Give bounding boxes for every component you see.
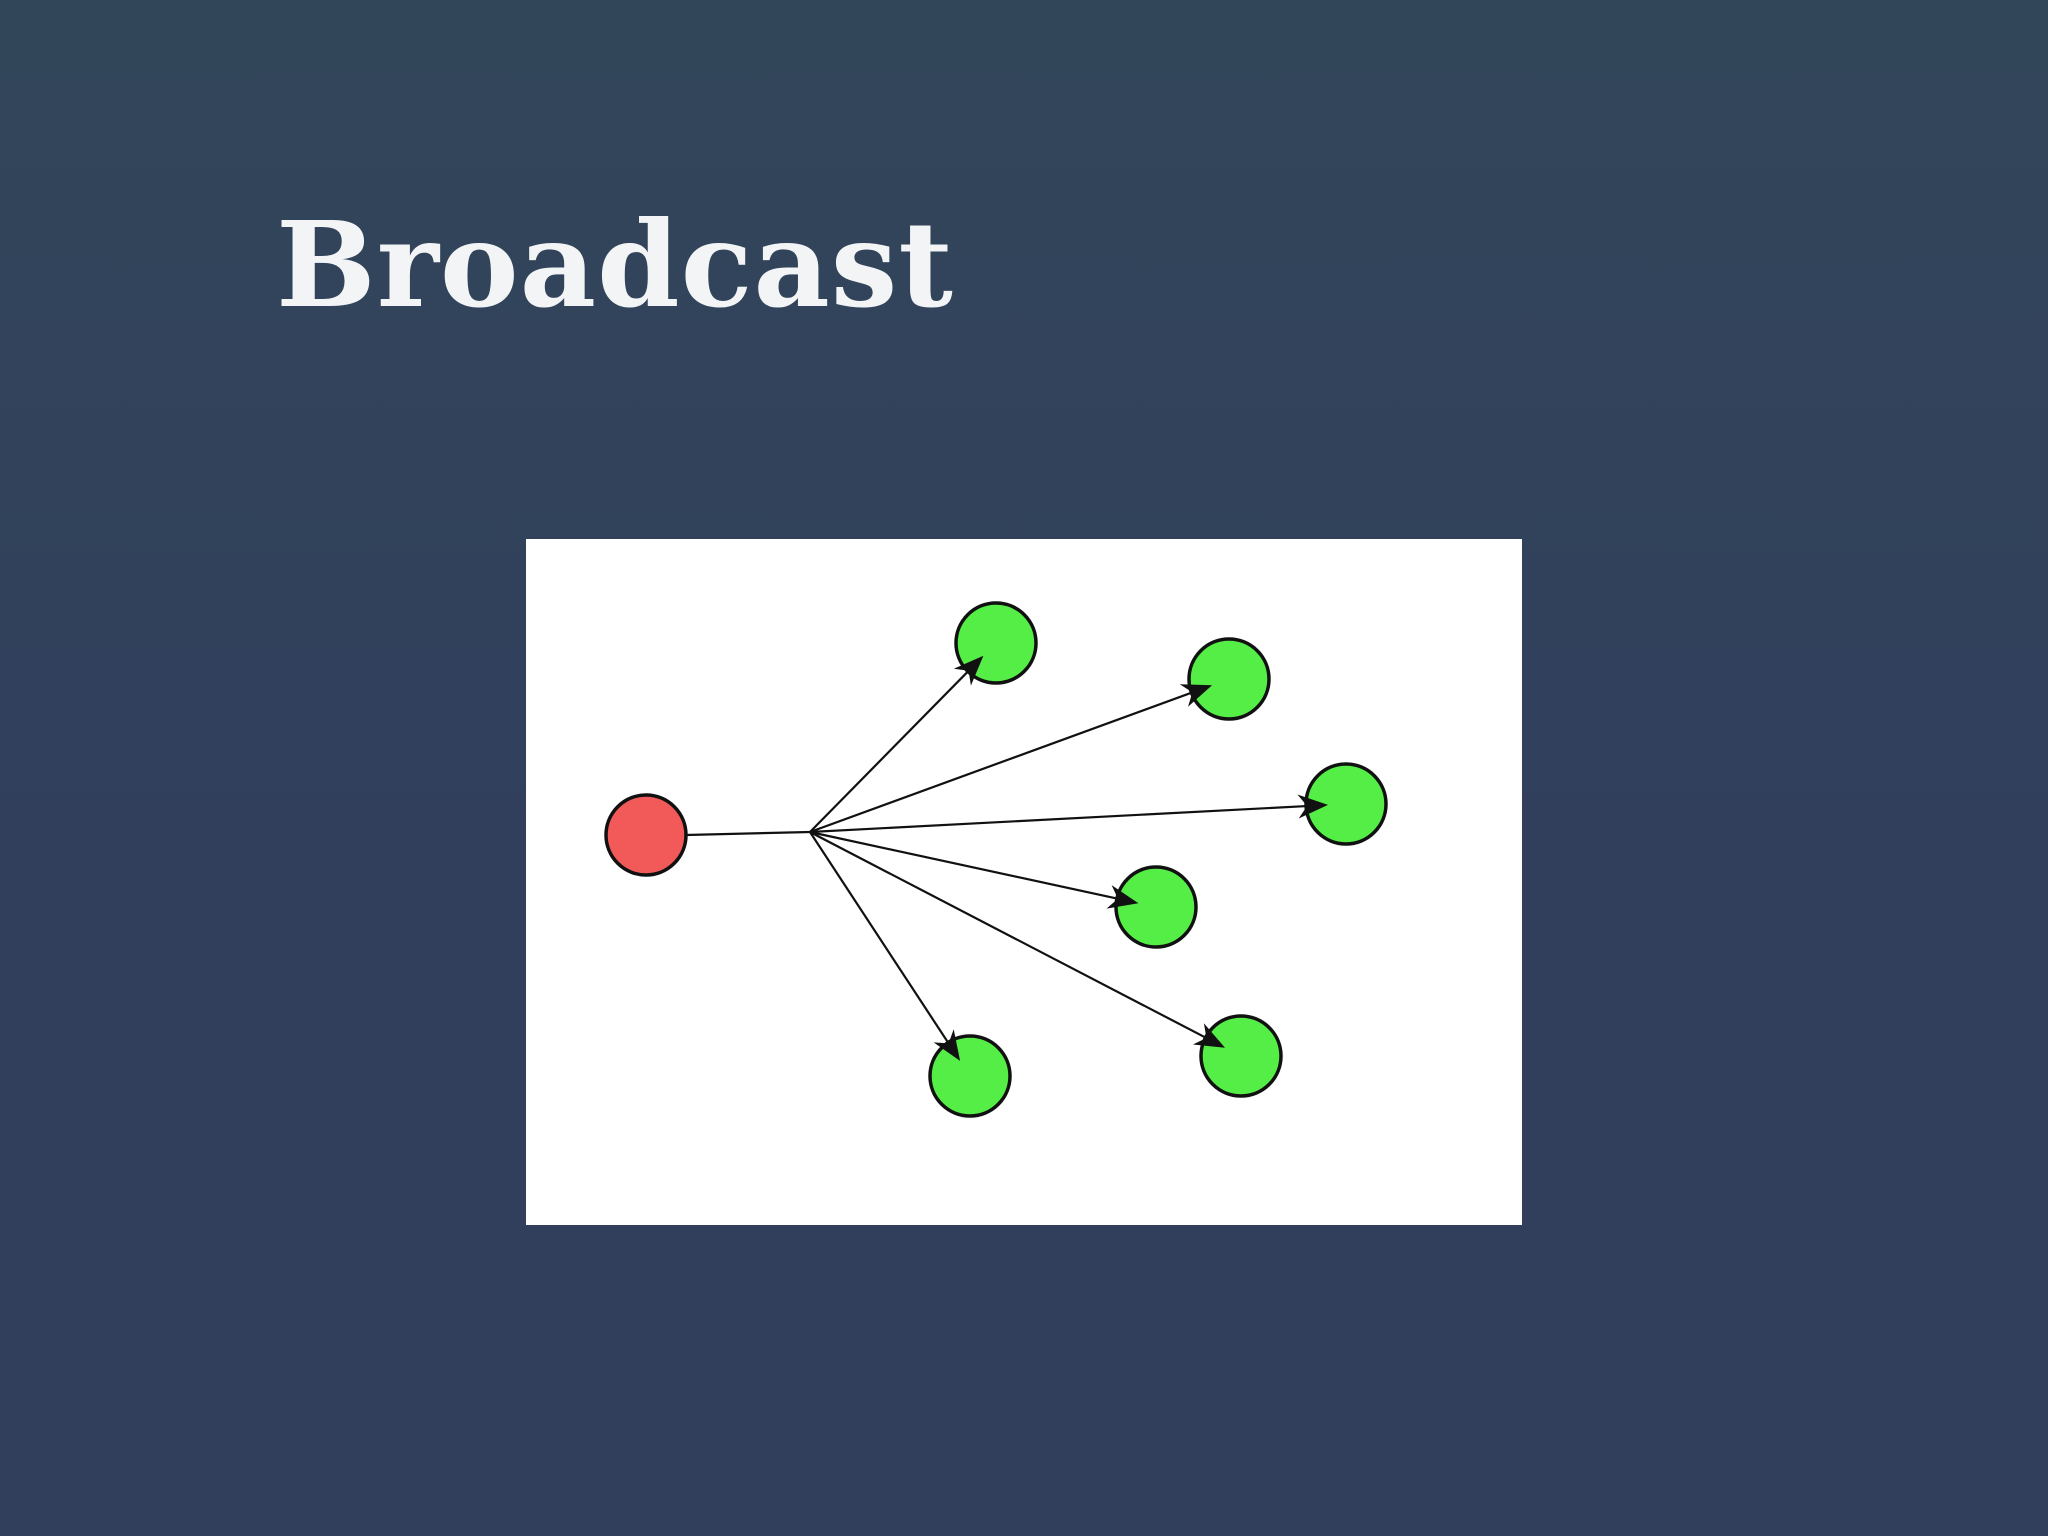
nodes-layer	[604, 601, 1388, 1118]
broadcast-arrow-4	[809, 830, 1139, 906]
arrowhead-1	[953, 655, 984, 686]
broadcast-arrow-3	[809, 800, 1329, 834]
arrowhead-4	[1106, 885, 1139, 909]
broadcast-arrow-1	[809, 655, 985, 833]
receiver-node-1	[954, 601, 1038, 685]
broadcast-arrow-6	[809, 831, 1226, 1049]
receiver-node-5	[928, 1034, 1012, 1118]
slide-title: Broadcast	[276, 195, 954, 334]
diagram-panel	[526, 539, 1522, 1225]
sender-node	[604, 793, 688, 877]
broadcast-diagram	[604, 601, 1388, 1118]
receiver-node-2	[1187, 637, 1271, 721]
edges-layer	[685, 655, 1329, 1062]
arrowhead-6	[1192, 1023, 1225, 1048]
broadcast-arrow-2	[809, 684, 1213, 834]
arrowhead-3	[1297, 794, 1328, 819]
receiver-node-6	[1199, 1014, 1283, 1098]
broadcast-arrow-5	[809, 831, 962, 1062]
arrowhead-5	[933, 1029, 961, 1061]
arrowhead-2	[1179, 684, 1213, 707]
receiver-node-4	[1114, 865, 1198, 949]
trunk-line	[685, 830, 811, 837]
